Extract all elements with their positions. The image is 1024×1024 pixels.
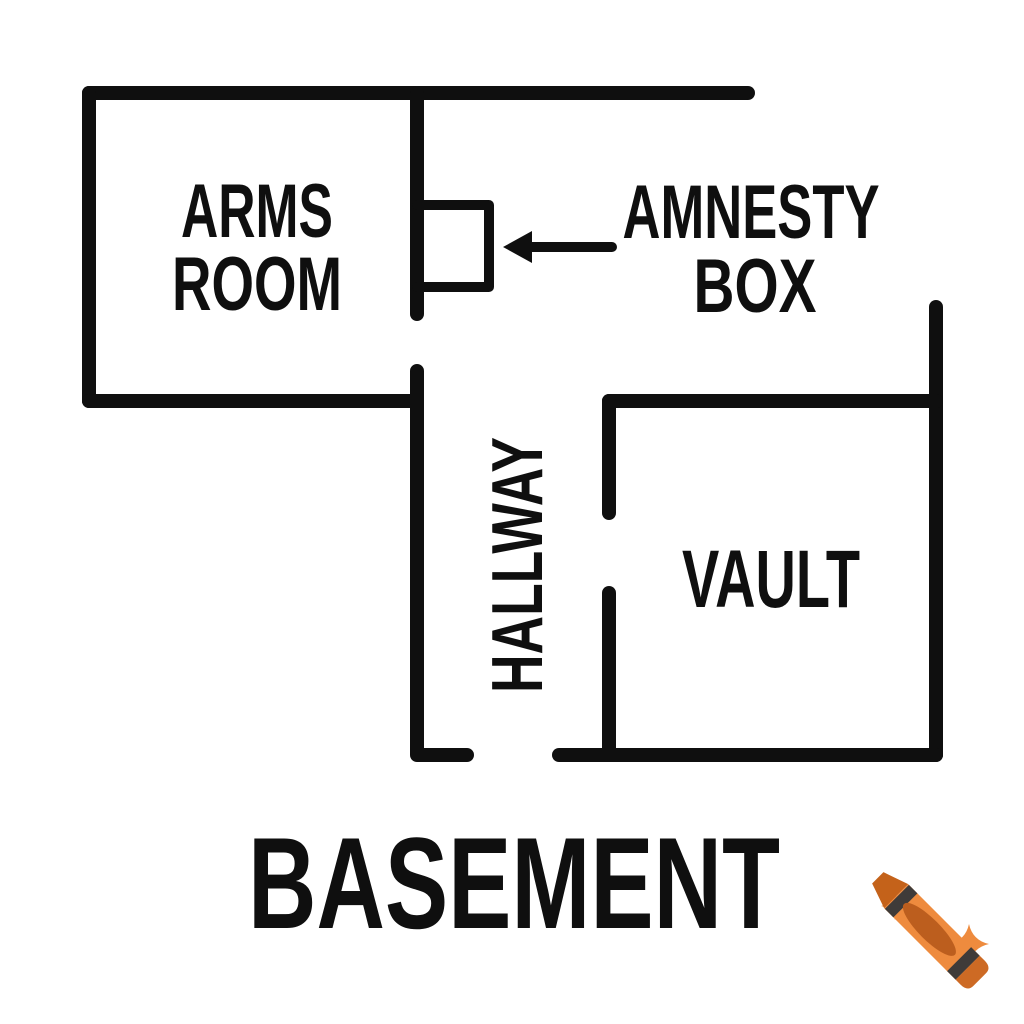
walls — [82, 86, 943, 762]
vault-label: VAULT — [682, 534, 860, 625]
wall-hallway-left — [410, 364, 474, 762]
arms-room-label-line2: ROOM — [172, 242, 342, 327]
crayon-end-cap — [955, 955, 989, 989]
crayon-tip — [872, 872, 909, 909]
crayon-band — [947, 947, 980, 980]
arrow-head-icon — [503, 231, 532, 263]
sparkle-icon — [949, 924, 989, 964]
basement-title: BASEMENT — [248, 810, 780, 956]
amnesty-box-arrow — [503, 231, 617, 263]
crayon-body-group — [872, 872, 989, 989]
amnesty-box-label-line2: BOX — [694, 244, 817, 329]
amnesty-box-label-line1: AMNESTY — [623, 170, 880, 255]
crayon-icon — [872, 872, 989, 989]
crayon-label-ellipse — [902, 902, 956, 956]
amnesty-box-shape — [412, 200, 494, 292]
crayon-band — [884, 884, 918, 918]
hallway-label: HALLWAY — [478, 437, 558, 693]
arms-room-label-line1: ARMS — [181, 169, 333, 254]
